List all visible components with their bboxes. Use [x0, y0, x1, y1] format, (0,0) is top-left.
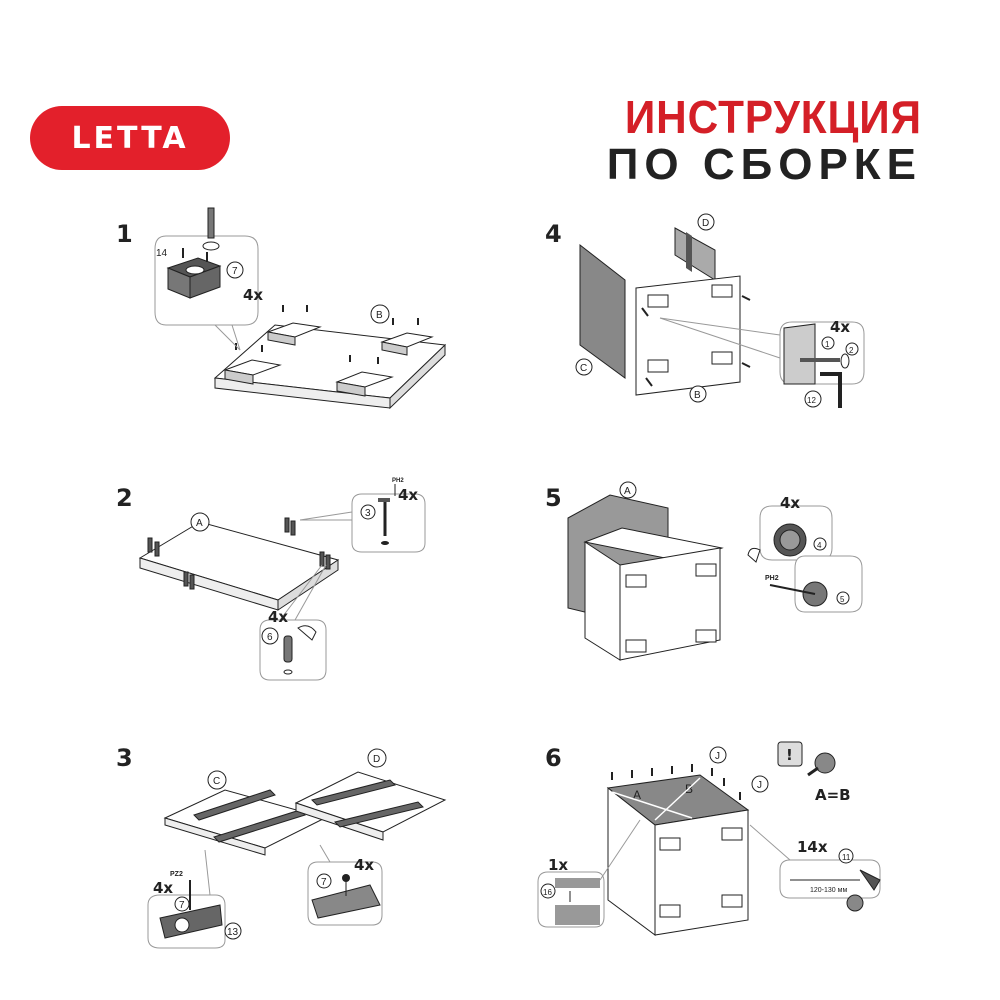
- step-6-note: A=B: [815, 786, 851, 804]
- part-3-label: 3: [365, 508, 371, 519]
- step-1-quantity: 4x: [243, 286, 263, 304]
- part-5-label: 5: [840, 595, 845, 604]
- title-line-2: ПО СБОРКЕ: [606, 140, 922, 189]
- step-6-right-quantity: 14x: [797, 838, 828, 856]
- part-12-label: 12: [807, 396, 816, 405]
- step-6-panel-j2-label: J: [757, 780, 762, 791]
- step-1-illustration: B 14 7 4x: [154, 207, 447, 410]
- step-3-right-quantity: 4x: [354, 856, 374, 874]
- step-6-panel-a-label: A: [633, 788, 641, 802]
- step-5-quantity: 4x: [780, 494, 800, 512]
- step-number-1: 1: [116, 220, 133, 248]
- step-number-3: 3: [116, 744, 133, 772]
- part-7-label-right: 7: [321, 877, 327, 888]
- step-4-illustration: D C B 1 2 4x 12: [575, 213, 865, 408]
- part-4-label: 4: [817, 541, 822, 550]
- step-5-illustration: A 4 4x PH2 5: [567, 481, 863, 661]
- step-6-measure-label: 120-130 мм: [810, 887, 847, 894]
- step-2-illustration: A PH2 4x 3 6 4x: [138, 478, 426, 681]
- step-3-tool-label: PZ2: [170, 871, 183, 878]
- part-7-label: 7: [232, 266, 238, 277]
- step-3-left-quantity: 4x: [153, 879, 173, 897]
- step-5-panel-label: A: [624, 486, 631, 497]
- step-4-quantity: 4x: [830, 318, 850, 336]
- step-1-panel-label: B: [376, 310, 383, 321]
- step-5-tool-label: PH2: [765, 575, 779, 582]
- part-7-label-left: 7: [179, 900, 185, 911]
- step-4-panel-b-label: B: [694, 390, 701, 401]
- letta-logo: LETTA: [30, 106, 230, 170]
- step-2-bottom-quantity: 4x: [268, 608, 288, 626]
- step-6-left-quantity: 1x: [548, 856, 568, 874]
- step-4-panel-c-label: C: [580, 363, 587, 374]
- part-6-label: 6: [267, 632, 273, 643]
- part-11-label: 11: [842, 853, 851, 862]
- step-4-panel-d-label: D: [702, 218, 709, 229]
- part-13-label: 13: [227, 927, 239, 938]
- part-1-label: 1: [825, 340, 830, 349]
- title-line-1: ИНСТРУКЦИЯ: [624, 91, 922, 143]
- step-3-illustration: C D PZ2 4x 7 13 7 4x: [147, 748, 447, 949]
- step-number-2: 2: [116, 484, 133, 512]
- step-6-illustration: J J A B 1x 16 ! A=B 120-130 мм 14x 11: [537, 741, 881, 936]
- step-3-panel-c-label: C: [213, 776, 220, 787]
- step-number-6: 6: [545, 744, 562, 772]
- step-2-panel-label: A: [196, 518, 203, 529]
- part-16-label: 16: [543, 888, 552, 897]
- part-14-label: 14: [156, 248, 168, 259]
- step-number-4: 4: [545, 220, 562, 248]
- step-3-panel-d-label: D: [373, 754, 380, 765]
- step-6-panel-j1-label: J: [715, 751, 720, 762]
- warning-icon: !: [786, 746, 793, 764]
- step-2-tool-label: PH2: [392, 478, 404, 484]
- part-2-label: 2: [849, 346, 854, 355]
- step-2-top-quantity: 4x: [398, 486, 418, 504]
- step-number-5: 5: [545, 484, 562, 512]
